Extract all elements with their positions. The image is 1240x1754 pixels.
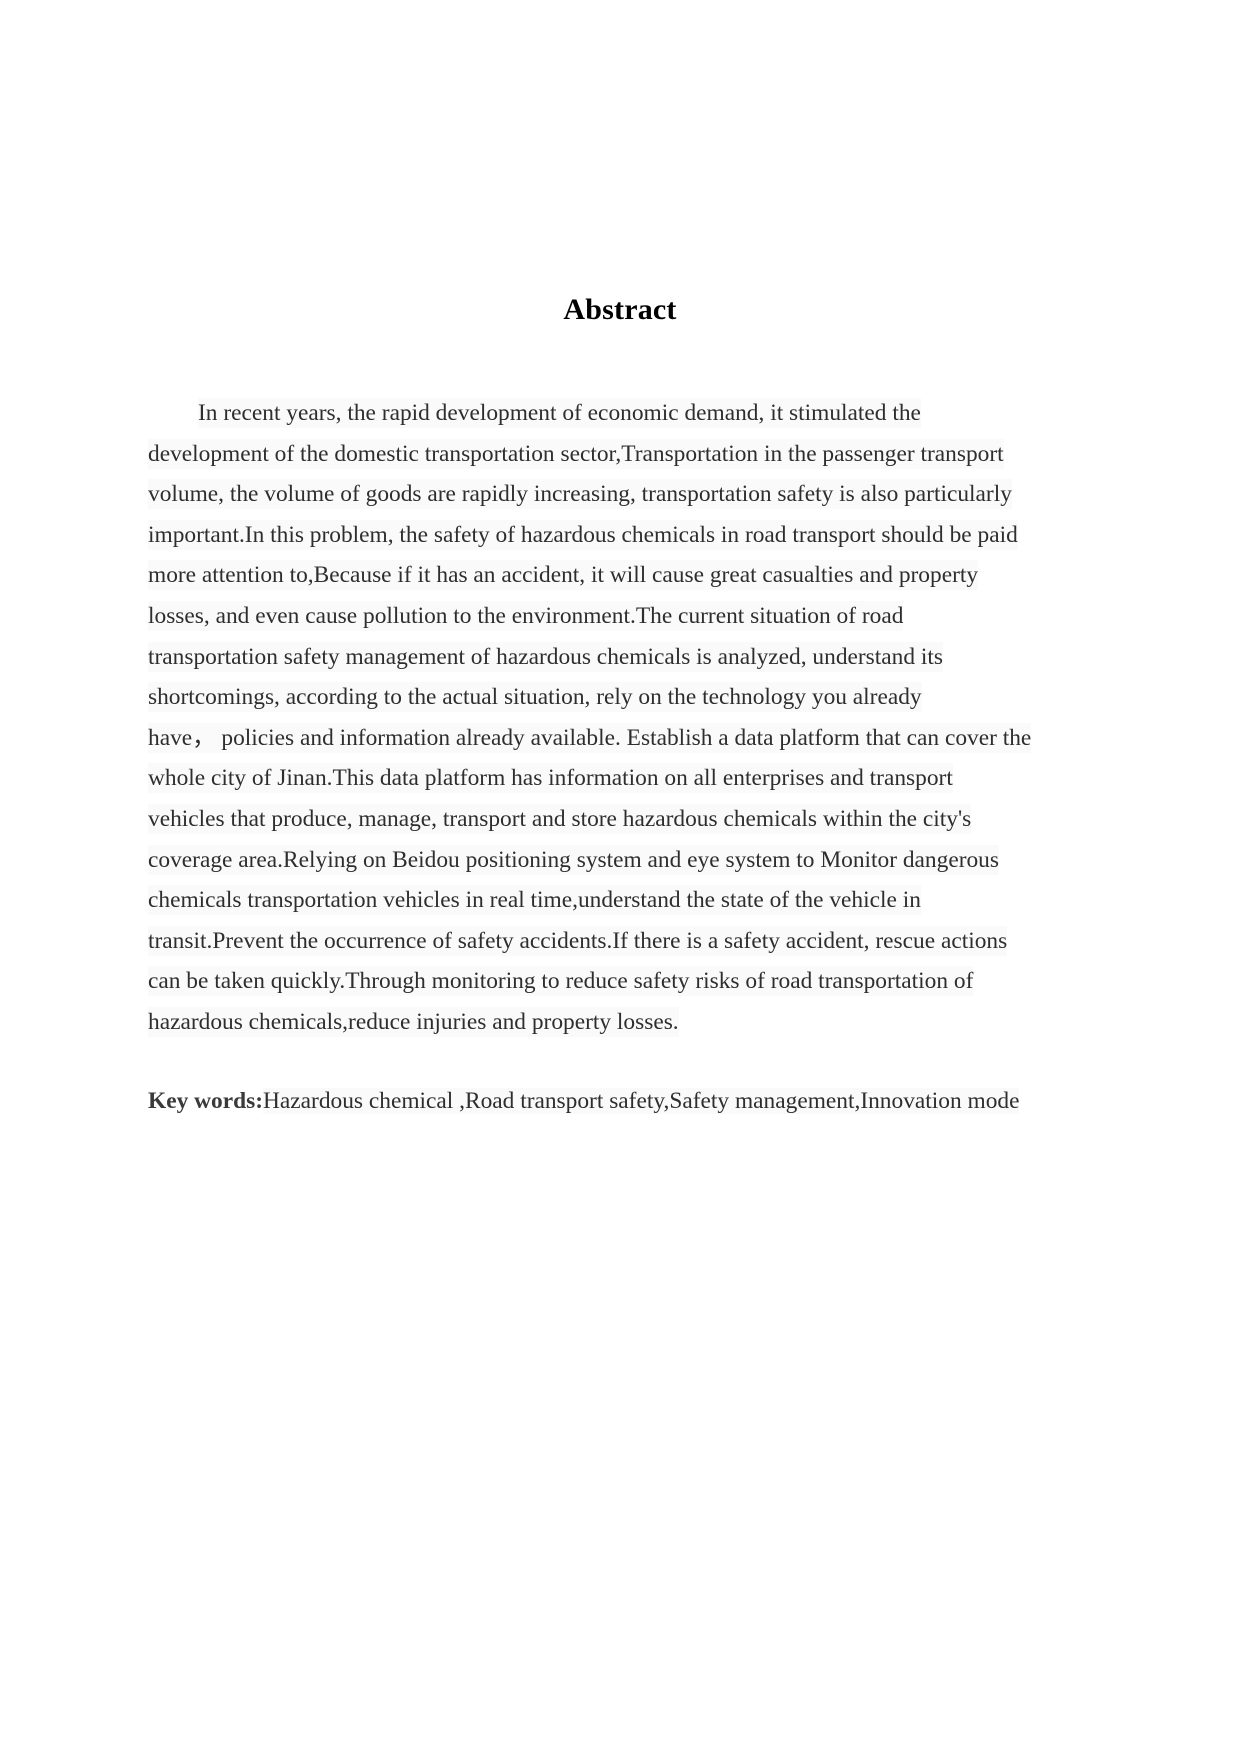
abstract-line: important.In this problem, the safety of…: [148, 515, 1108, 556]
abstract-line-text: transportation safety management of haza…: [148, 641, 944, 672]
abstract-line: losses, and even cause pollution to the …: [148, 596, 1108, 637]
abstract-line-text: have， policies and information already a…: [148, 722, 1032, 753]
abstract-line-text: transit.Prevent the occurrence of safety…: [148, 925, 1008, 956]
abstract-line-text: chemicals transportation vehicles in rea…: [148, 885, 921, 916]
abstract-line-text: hazardous chemicals,reduce injuries and …: [148, 1006, 679, 1037]
keywords-label: Key words:: [148, 1088, 263, 1114]
abstract-line-text: In recent years, the rapid development o…: [198, 398, 921, 428]
abstract-line: can be taken quickly.Through monitoring …: [148, 961, 1108, 1002]
abstract-line: transportation safety management of haza…: [148, 637, 1108, 678]
abstract-line: shortcomings, according to the actual si…: [148, 677, 1108, 718]
abstract-line-text: volume, the volume of goods are rapidly …: [148, 479, 1012, 510]
abstract-line: whole city of Jinan.This data platform h…: [148, 758, 1108, 799]
abstract-title: Abstract: [563, 293, 677, 326]
abstract-line-text: coverage area.Relying on Beidou position…: [148, 844, 999, 875]
abstract-line: coverage area.Relying on Beidou position…: [148, 840, 1108, 881]
abstract-line: In recent years, the rapid development o…: [148, 393, 1108, 434]
abstract-line: volume, the volume of goods are rapidly …: [148, 474, 1108, 515]
abstract-line-text: can be taken quickly.Through monitoring …: [148, 966, 974, 997]
abstract-line-text: vehicles that produce, manage, transport…: [148, 803, 972, 834]
abstract-line: have， policies and information already a…: [148, 718, 1108, 759]
abstract-line-text: whole city of Jinan.This data platform h…: [148, 763, 953, 794]
abstract-line: transit.Prevent the occurrence of safety…: [148, 921, 1108, 962]
abstract-line: development of the domestic transportati…: [148, 434, 1108, 475]
abstract-line-text: more attention to,Because if it has an a…: [148, 560, 979, 591]
abstract-line: more attention to,Because if it has an a…: [148, 555, 1108, 596]
keywords: Key words:Hazardous chemical ,Road trans…: [148, 1081, 1020, 1121]
abstract-line-text: important.In this problem, the safety of…: [148, 519, 1018, 550]
abstract-line-text: losses, and even cause pollution to the …: [148, 600, 904, 631]
abstract-line: vehicles that produce, manage, transport…: [148, 799, 1108, 840]
abstract-line-text: shortcomings, according to the actual si…: [148, 682, 922, 713]
keywords-value: Hazardous chemical ,Road transport safet…: [263, 1088, 1020, 1114]
abstract-line-text: development of the domestic transportati…: [148, 438, 1004, 469]
abstract-line: chemicals transportation vehicles in rea…: [148, 880, 1108, 921]
abstract-line: hazardous chemicals,reduce injuries and …: [148, 1002, 1108, 1043]
abstract-body: In recent years, the rapid development o…: [148, 393, 1108, 1043]
